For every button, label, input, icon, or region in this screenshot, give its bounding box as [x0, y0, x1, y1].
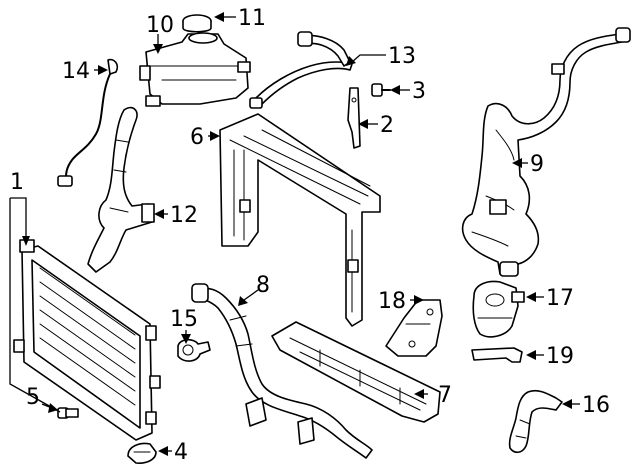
callout-11: 11 — [238, 6, 266, 31]
drain-bracket — [127, 442, 157, 464]
callout-17: 17 — [546, 286, 574, 311]
callout-7: 7 — [438, 383, 452, 408]
callout-6: 6 — [190, 125, 204, 150]
overflow-hose — [249, 31, 353, 109]
callout-16: 16 — [582, 393, 610, 418]
callout-4: 4 — [174, 440, 188, 465]
radiator-support — [219, 113, 381, 327]
mounting-bracket — [385, 299, 443, 357]
callout-14: 14 — [62, 59, 90, 84]
callout-19: 19 — [546, 344, 574, 369]
callout-18: 18 — [378, 289, 406, 314]
lower-hose — [191, 283, 373, 459]
radiator — [13, 239, 161, 441]
temperature-sensor — [57, 407, 79, 419]
callout-2: 2 — [380, 113, 394, 138]
thermostat — [177, 338, 211, 362]
air-deflector — [271, 321, 441, 423]
bolt — [371, 83, 391, 97]
callout-1: 1 — [10, 170, 24, 195]
callout-10: 10 — [146, 13, 174, 38]
callout-13: 13 — [388, 44, 416, 69]
sensor-wire — [57, 58, 119, 187]
leader-lines — [9, 12, 580, 456]
coolant-pipe-assembly — [461, 27, 631, 277]
callout-5: 5 — [26, 385, 40, 410]
callout-8: 8 — [256, 273, 270, 298]
upper-hose — [87, 106, 155, 273]
callout-15: 15 — [170, 307, 198, 332]
callout-labels: 1 2 3 4 5 6 7 8 9 10 11 12 13 14 15 16 1… — [10, 6, 610, 465]
expansion-tank — [139, 32, 251, 107]
bracket — [347, 87, 361, 149]
small-hose — [471, 347, 523, 363]
water-pump — [472, 280, 525, 338]
callout-12: 12 — [170, 203, 198, 228]
callout-9: 9 — [530, 152, 544, 177]
tank-cap — [182, 14, 212, 33]
callout-3: 3 — [412, 79, 426, 104]
radiator-hose — [508, 389, 563, 454]
